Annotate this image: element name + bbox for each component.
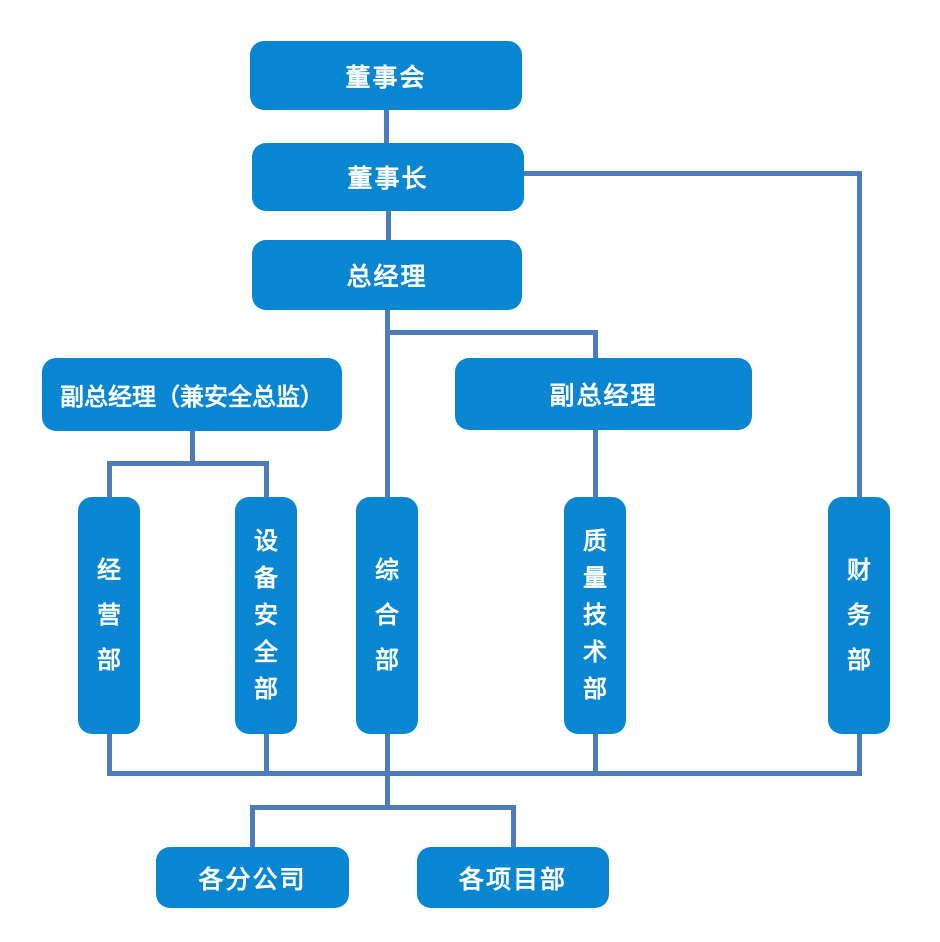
node-chairman-label: 董事长 [347, 165, 429, 193]
connector-finance-bus [857, 732, 862, 775]
node-general-manager-label: 总经理 [346, 263, 428, 291]
connector-chairman-gm [386, 210, 391, 242]
node-business-dept: 经营部 [78, 497, 140, 734]
node-board-label: 董事会 [345, 63, 427, 92]
node-chairman: 董事长 [252, 143, 524, 211]
node-branch-companies-label: 各分公司 [198, 865, 307, 894]
connector-to-equipment-dept [264, 461, 269, 498]
node-board: 董事会 [250, 41, 522, 110]
node-equipment-safety-dept-label: 设备安全部 [254, 527, 278, 703]
node-quality-tech-dept-label: 质量技术部 [583, 527, 607, 703]
connector-board-chairman [384, 110, 389, 145]
connector-to-branch-companies [250, 805, 255, 849]
connector-deputy-safety-stub [190, 429, 195, 465]
node-branch-companies: 各分公司 [156, 847, 349, 908]
node-business-dept-label: 经营部 [97, 556, 121, 674]
node-general-manager: 总经理 [252, 240, 522, 310]
connector-quality-bus [593, 732, 598, 775]
connector-gm-deputy-branch [385, 330, 598, 335]
connector-to-business-dept [107, 461, 112, 498]
connector-chairman-right [520, 171, 862, 176]
node-deputy-gm: 副总经理 [455, 358, 752, 430]
node-finance-dept: 财务部 [828, 497, 890, 734]
node-deputy-gm-safety: 副总经理（兼安全总监） [42, 358, 342, 431]
connector-down-to-finance [857, 171, 862, 497]
connector-deputy-safety-hbar [107, 461, 269, 466]
connector-departments-bus [107, 771, 862, 776]
node-quality-tech-dept: 质量技术部 [564, 497, 626, 734]
node-project-depts-label: 各项目部 [458, 865, 567, 894]
node-deputy-gm-label: 副总经理 [549, 382, 658, 410]
node-project-depts: 各项目部 [417, 847, 609, 908]
connector-business-bus [107, 732, 112, 775]
connector-bottom-hbar [250, 805, 516, 810]
node-equipment-safety-dept: 设备安全部 [235, 497, 297, 734]
node-deputy-gm-safety-label: 副总经理（兼安全总监） [60, 384, 324, 411]
connector-bus-center-drop [385, 771, 390, 810]
connector-equipment-bus [264, 732, 269, 775]
connector-to-project-depts [511, 805, 516, 849]
node-finance-dept-label: 财务部 [847, 556, 871, 674]
connector-general-bus [385, 732, 390, 775]
connector-gm-general-dept [385, 308, 390, 498]
node-general-dept-label: 综合部 [375, 556, 399, 674]
node-general-dept: 综合部 [356, 497, 418, 734]
